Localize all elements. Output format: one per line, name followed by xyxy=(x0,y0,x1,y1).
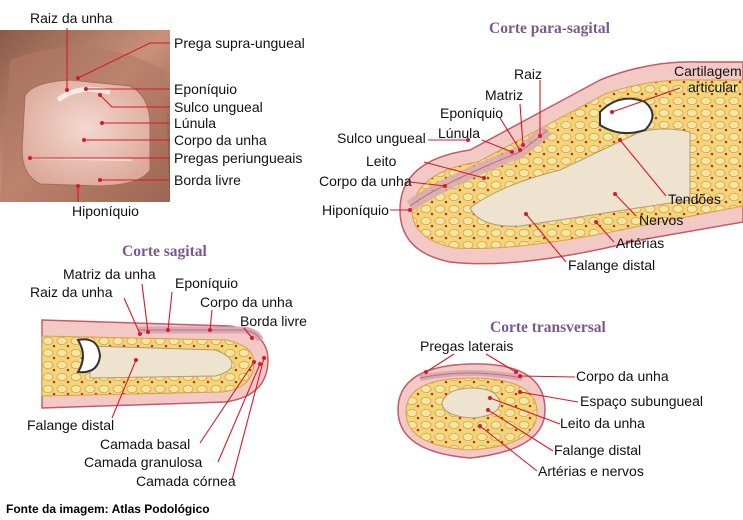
label-pregas-periungueais: Pregas periungueais xyxy=(174,150,302,166)
label-falange-distal-s: Falange distal xyxy=(27,417,114,433)
nail-photo xyxy=(0,30,170,203)
title-corte-transversal: Corte transversal xyxy=(490,319,606,336)
label-corpo-da-unha-s: Corpo da unha xyxy=(200,294,293,310)
label-eponiquio-s: Eponíquio xyxy=(175,275,238,291)
source-caption: Fonte da imagem: Atlas Podológico xyxy=(6,502,210,516)
label-nervos: Nervos xyxy=(639,212,683,228)
parasagittal-leaders xyxy=(390,80,681,263)
label-corpo-da-unha-t: Corpo da unha xyxy=(576,368,669,384)
label-raiz-da-unha-s: Raiz da unha xyxy=(30,284,113,300)
label-cartilagem: Cartilagem xyxy=(674,63,742,79)
label-camada-granulosa: Camada granulosa xyxy=(84,454,203,470)
label-leito: Leito xyxy=(366,153,397,169)
label-lunula: Lúnula xyxy=(174,115,216,131)
label-arterias: Artérias xyxy=(616,235,664,251)
label-arterias-e-nervos: Artérias e nervos xyxy=(538,463,644,479)
label-camada-basal: Camada basal xyxy=(100,436,190,452)
parasagittal-drawing xyxy=(399,61,743,265)
label-camada-cornea: Camada córnea xyxy=(136,473,236,489)
label-hiponiquio-ps: Hiponíquio xyxy=(322,202,389,218)
label-espaco-subungueal: Espaço subungueal xyxy=(580,393,703,409)
transverse-leaders xyxy=(424,353,579,472)
label-matriz-da-unha: Matriz da unha xyxy=(63,266,156,282)
photo-leaders xyxy=(28,28,170,202)
label-prega-supra-ungueal: Prega supra-ungueal xyxy=(174,35,305,51)
transverse-drawing xyxy=(397,363,546,459)
label-lunula-ps: Lúnula xyxy=(438,125,480,141)
label-pregas-laterais: Pregas laterais xyxy=(420,338,513,354)
label-matriz: Matriz xyxy=(485,87,523,103)
label-sulco-ungueal-ps: Sulco ungueal xyxy=(337,130,426,146)
label-leito-da-unha: Leito da unha xyxy=(560,415,645,431)
title-corte-para-sagital: Corte para-sagital xyxy=(489,20,611,37)
label-raiz-da-unha: Raiz da unha xyxy=(30,10,113,26)
sagittal-leaders xyxy=(111,283,266,481)
label-borda-livre: Borda livre xyxy=(174,172,241,188)
label-tendoes: Tendões xyxy=(668,191,721,207)
label-corpo-da-unha: Corpo da unha xyxy=(174,132,267,148)
label-sulco-ungueal: Sulco ungueal xyxy=(174,99,263,115)
label-hiponiquio: Hiponíquio xyxy=(72,203,139,219)
label-eponiquio: Eponíquio xyxy=(174,81,237,97)
label-eponiquio-ps: Eponíquio xyxy=(440,105,503,121)
label-borda-livre-s: Borda livre xyxy=(240,313,307,329)
label-raiz: Raiz xyxy=(514,66,542,82)
label-falange-distal-t: Falange distal xyxy=(554,442,641,458)
label-falange-distal-ps: Falange distal xyxy=(568,257,655,273)
label-corpo-da-unha-ps: Corpo da unha xyxy=(319,173,412,189)
label-articular: articular xyxy=(688,79,738,95)
title-corte-sagital: Corte sagital xyxy=(122,243,207,260)
sagittal-drawing xyxy=(41,319,269,409)
